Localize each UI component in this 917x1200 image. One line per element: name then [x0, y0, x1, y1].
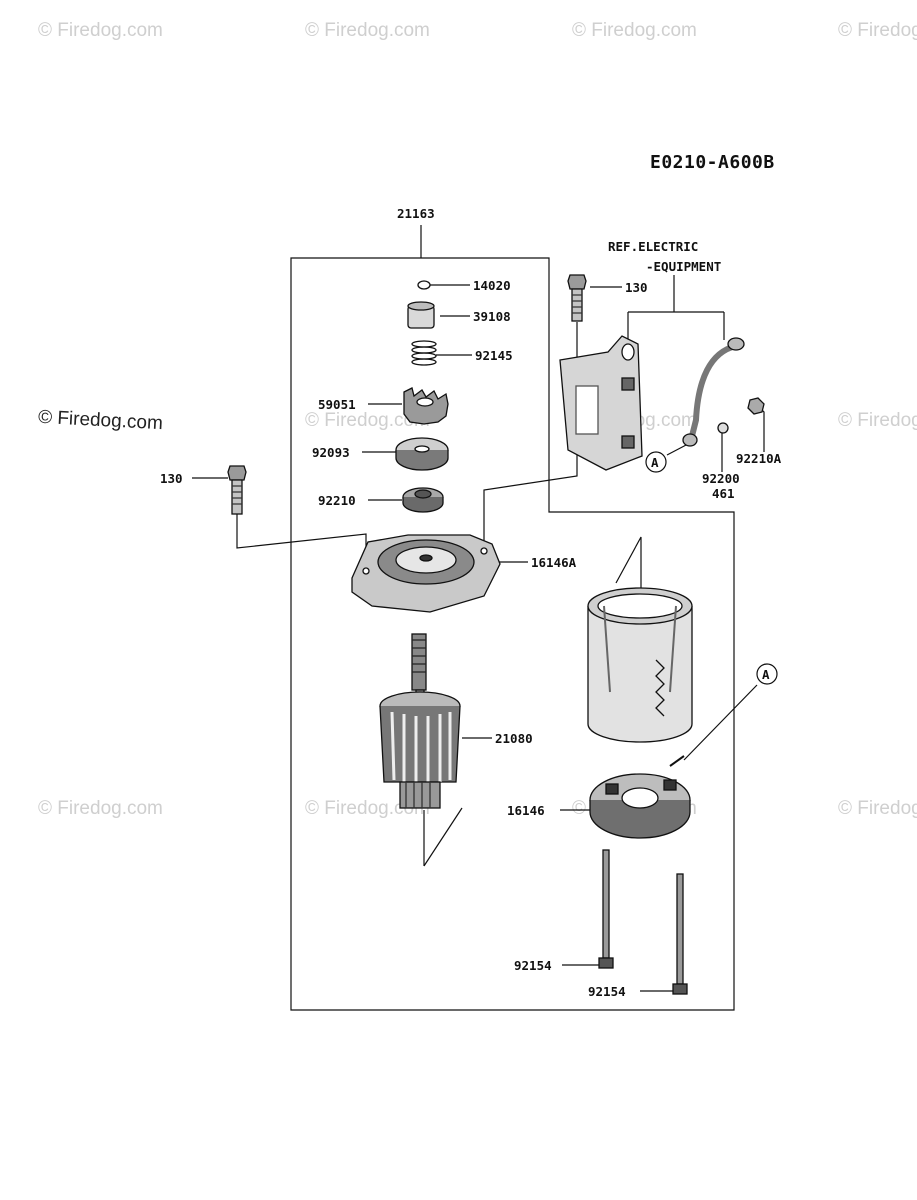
- watermark: © Firedog.com: [305, 410, 430, 431]
- ref-note-line1: REF.ELECTRIC: [608, 239, 698, 254]
- watermark: © Firedog.com: [305, 798, 430, 819]
- watermark: © Firedog.com: [305, 20, 430, 41]
- label-16146A: 16146A: [531, 555, 577, 570]
- label-92154: 92154: [588, 984, 626, 999]
- ring-14020: [417, 280, 431, 290]
- label-130: 130: [160, 471, 183, 486]
- washer-92093: [395, 437, 449, 471]
- ground-cable: [682, 337, 745, 447]
- label-16146: 16146: [507, 803, 545, 818]
- watermark: © Firedog.com: [572, 20, 697, 41]
- label-92093: 92093: [312, 445, 350, 460]
- label-92200: 92200: [702, 471, 740, 486]
- end-plate-16146A: [351, 534, 501, 613]
- label-461: 461: [712, 486, 735, 501]
- watermark: © Firedog.com: [38, 798, 163, 819]
- svg-text:A: A: [651, 455, 659, 470]
- label-21080: 21080: [495, 731, 533, 746]
- pinion-59051: [403, 387, 449, 425]
- through-bolt-92154: [598, 849, 688, 995]
- label-130: 130: [625, 280, 648, 295]
- watermark: © Firedog.com: [838, 410, 917, 431]
- armature-21080: [379, 633, 461, 809]
- yoke-housing: [587, 587, 693, 743]
- spring-92145: [411, 340, 437, 366]
- label-92154: 92154: [514, 958, 552, 973]
- label-92210A: 92210A: [736, 451, 782, 466]
- nut-92210: [402, 487, 444, 513]
- label-92145: 92145: [475, 348, 513, 363]
- watermark: © Firedog.com: [838, 20, 917, 41]
- label-39108: 39108: [473, 309, 511, 324]
- label-59051: 59051: [318, 397, 356, 412]
- watermark: © Firedog.com: [38, 20, 163, 41]
- label-14020: 14020: [473, 278, 511, 293]
- callout-a: A: [756, 663, 778, 685]
- washer-92200: [717, 422, 729, 434]
- label-92210: 92210: [318, 493, 356, 508]
- bolt-130-left: [227, 465, 247, 515]
- callout-a: A: [645, 451, 667, 473]
- label-21163: 21163: [397, 206, 435, 221]
- watermark: © Firedog.com: [838, 798, 917, 819]
- nut-92210A: [747, 397, 765, 415]
- ref-note-line2: -EQUIPMENT: [646, 259, 721, 274]
- assembly-frame: [290, 257, 735, 1011]
- brush-holder-16146: [589, 755, 691, 839]
- diagram-code: E0210-A600B: [650, 152, 775, 173]
- bolt-130-top: [567, 274, 587, 322]
- mounting-bracket: [559, 335, 643, 471]
- svg-text:A: A: [762, 667, 770, 682]
